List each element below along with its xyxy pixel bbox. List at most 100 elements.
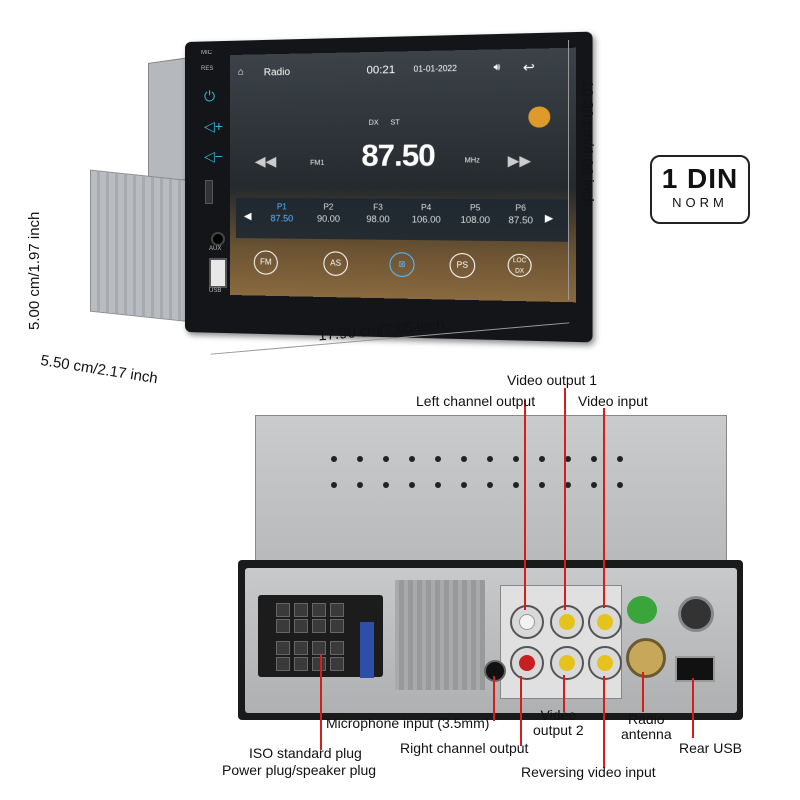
chassis-side [90, 169, 192, 323]
as-button[interactable]: AS [323, 251, 348, 277]
lead-video-output-1 [564, 388, 566, 610]
chassis-rear-top [148, 57, 190, 185]
power-icon[interactable]: ⏻ [204, 88, 216, 104]
seek-forward-icon[interactable]: ▶▶ [507, 151, 532, 169]
mute-icon[interactable]: ⊠ [389, 252, 415, 278]
vent-hole [357, 482, 363, 488]
volume-down-icon[interactable]: ◁− [204, 148, 223, 164]
preset-prev-icon[interactable]: ◀ [243, 211, 252, 223]
preset-next-icon[interactable]: ▶ [544, 212, 554, 225]
preset-value: 87.50 [508, 214, 534, 226]
rear-chassis-top [255, 415, 727, 567]
callout-right-channel-output: Right channel output [400, 740, 529, 756]
home-icon[interactable]: ⌂ [237, 66, 244, 78]
vent-hole [383, 482, 389, 488]
callout-reversing-video-input: Reversing video input [521, 764, 656, 780]
microphone-jack [484, 660, 506, 682]
vent-hole [435, 456, 441, 462]
lead-video-output-2 [563, 675, 565, 712]
preset-value: 90.00 [316, 213, 341, 224]
iso-pin [276, 619, 290, 633]
iso-pin [294, 641, 308, 655]
callout-video-output-1: Video output 1 [507, 372, 598, 388]
video-output-2-jack [550, 646, 584, 680]
iso-pin [330, 619, 344, 633]
iso-pin [330, 657, 344, 671]
equalizer-icon[interactable] [528, 106, 551, 128]
radio-screen: ⌂ Radio 00:21 01-01-2022 🔊︎ ↩ DX ST ◀◀ F… [230, 47, 576, 303]
reversing-video-input-jack [588, 646, 622, 680]
vent-hole [617, 482, 623, 488]
gps-port [678, 596, 714, 632]
vent-hole [487, 482, 493, 488]
iso-pin [312, 619, 326, 633]
preset-p5[interactable]: P5 108.00 [454, 203, 497, 225]
lead-radio-antenna [642, 672, 644, 712]
preset-p2[interactable]: P2 90.00 [308, 202, 349, 224]
callout-left-channel-output: Left channel output [416, 393, 536, 409]
callout-radio-antenna: Radio antenna [621, 711, 672, 742]
vent-hole [461, 456, 467, 462]
preset-p4[interactable]: P4 106.00 [405, 203, 447, 225]
stereo-indicator: ST [390, 119, 400, 127]
green-cap [627, 596, 657, 624]
callout-video-output-2: Video output 2 [533, 707, 584, 738]
vent-hole [409, 456, 415, 462]
video-input-jack [588, 605, 622, 639]
preset-p3[interactable]: F3 98.00 [357, 203, 399, 225]
right-channel-output-jack [510, 646, 544, 680]
callout-video-input: Video input [578, 393, 648, 409]
vent-hole [539, 482, 545, 488]
vent-hole [591, 482, 597, 488]
iso-pin [312, 657, 326, 671]
loc-dx-button[interactable]: LOC DX [507, 253, 532, 278]
din-badge-subtitle: NORM [672, 195, 728, 210]
side-height-dimension: 5.00 cm/1.97 inch [26, 211, 43, 330]
preset-label: P2 [323, 202, 334, 212]
vent-hole [513, 482, 519, 488]
preset-label: P1 [276, 202, 287, 212]
dx-indicator: DX [368, 119, 379, 127]
preset-p6[interactable]: P6 87.50 [499, 203, 543, 225]
ps-button[interactable]: PS [449, 252, 476, 279]
iso-pin [312, 641, 326, 655]
vent-hole [617, 456, 623, 462]
preset-bar: ◀ P1 87.50 P2 90.00 F3 98.00 P4 106.00 P… [235, 198, 570, 242]
vent-hole [331, 456, 337, 462]
vent-hole [591, 456, 597, 462]
vent-hole [331, 482, 337, 488]
fm-button[interactable]: FM [253, 250, 278, 275]
vent-hole [383, 456, 389, 462]
callout-iso-plug: ISO standard plug [249, 745, 362, 761]
din-badge: 1 DIN NORM [650, 155, 750, 224]
volume-up-icon[interactable]: ◁+ [204, 118, 223, 134]
callout-microphone-input: Microphone input (3.5mm) [326, 715, 490, 731]
vent-hole [565, 482, 571, 488]
preset-label: F3 [373, 202, 383, 212]
heat-sink-vents [395, 580, 485, 690]
preset-value: 87.50 [270, 213, 294, 224]
back-icon[interactable]: ↩ [522, 59, 535, 76]
lead-left-channel [524, 400, 526, 610]
frequency-unit: MHz [464, 157, 480, 165]
iso-pin [276, 603, 290, 617]
sd-card-slot [205, 180, 213, 204]
vent-hole [487, 456, 493, 462]
mic-label: MIC [201, 50, 212, 56]
volume-icon[interactable]: 🔊︎ [493, 61, 501, 74]
iso-pin [294, 619, 308, 633]
front-usb-port [209, 258, 227, 288]
left-channel-output-jack [510, 605, 544, 639]
vent-hole [409, 482, 415, 488]
seek-back-icon[interactable]: ◀◀ [254, 152, 277, 169]
vent-hole [513, 456, 519, 462]
iso-pin [330, 603, 344, 617]
preset-p1[interactable]: P1 87.50 [262, 202, 302, 223]
height-dimension-line [568, 40, 569, 300]
vent-hole [461, 482, 467, 488]
depth-dimension: 5.50 cm/2.17 inch [39, 352, 159, 388]
din-badge-title: 1 DIN [661, 163, 739, 194]
radio-antenna-port [626, 638, 666, 678]
iso-clip [360, 622, 374, 678]
callout-power-plug: Power plug/speaker plug [222, 762, 377, 778]
